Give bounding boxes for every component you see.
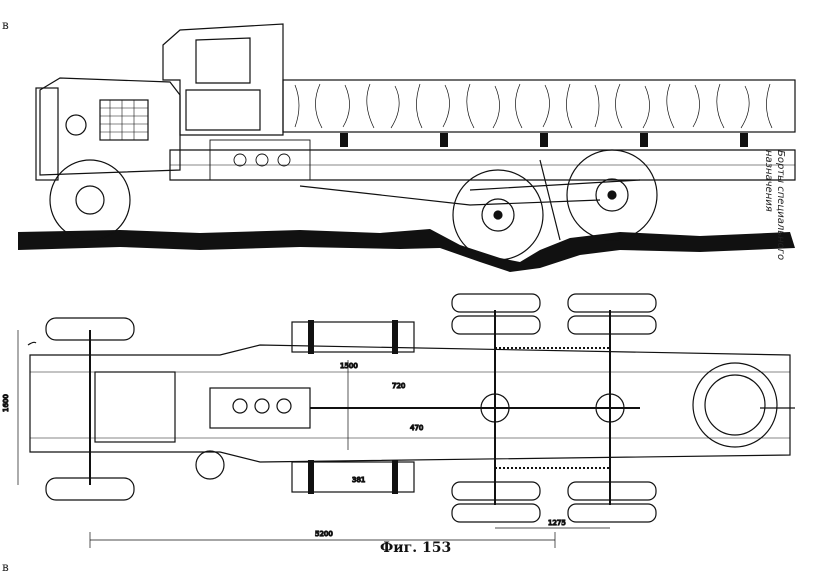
headlamp	[65, 114, 87, 136]
plan-view	[17, 293, 795, 548]
ground-strip	[18, 229, 795, 272]
front-wheel	[49, 159, 131, 241]
rear-axle-1	[451, 293, 541, 523]
engine-block-side	[209, 139, 311, 181]
side-note: Борты специального назначения	[762, 150, 786, 300]
frame-outline	[29, 344, 791, 463]
figure-caption: Фиг. 153	[380, 540, 452, 556]
rear-wheel-1	[452, 169, 544, 261]
rear-wheel-2	[566, 149, 658, 241]
side-view	[18, 23, 796, 272]
dim-c: 381	[352, 476, 365, 484]
dim-frame-length: 1500	[340, 362, 358, 370]
propeller-shaft	[299, 185, 601, 206]
cylinders	[232, 398, 292, 414]
bed-crossmembers	[340, 133, 748, 147]
edge-mark-top: в	[2, 18, 9, 32]
grille-hatch	[100, 100, 148, 140]
radiator-front	[35, 87, 59, 181]
chassis-rail	[169, 149, 796, 181]
fuel-tank-bottom	[291, 461, 415, 493]
dim-overall-length: 5200	[315, 530, 333, 538]
spare-tire	[692, 362, 778, 448]
steering-wheel	[27, 341, 37, 346]
fuel-tank-top	[291, 321, 415, 353]
steering-wheel-plan	[195, 450, 225, 480]
edge-mark-bottom: в	[2, 560, 9, 574]
dim-b: 470	[410, 424, 423, 432]
cargo-bed	[282, 79, 796, 133]
spring-link	[469, 159, 641, 241]
cab-door	[185, 89, 261, 131]
radiator-grille	[99, 99, 149, 141]
gearbox-plan	[209, 387, 311, 429]
wood-grain	[294, 83, 773, 129]
rear-axle-2	[567, 293, 657, 523]
cab-window	[195, 37, 251, 84]
dim-a: 720	[392, 382, 405, 390]
hood	[39, 77, 181, 176]
front-wheel-top	[45, 317, 135, 341]
engine-plan	[94, 371, 176, 443]
dim-track-width: 1600	[2, 394, 10, 412]
side-note-line2: назначения	[763, 150, 774, 212]
dim-rear-axle-spacing: 1275	[548, 519, 566, 527]
side-note-line1: Борты специального	[775, 150, 786, 261]
cab-outline	[162, 23, 284, 136]
front-wheel-bottom	[45, 477, 135, 501]
dimension-lines	[17, 330, 610, 548]
